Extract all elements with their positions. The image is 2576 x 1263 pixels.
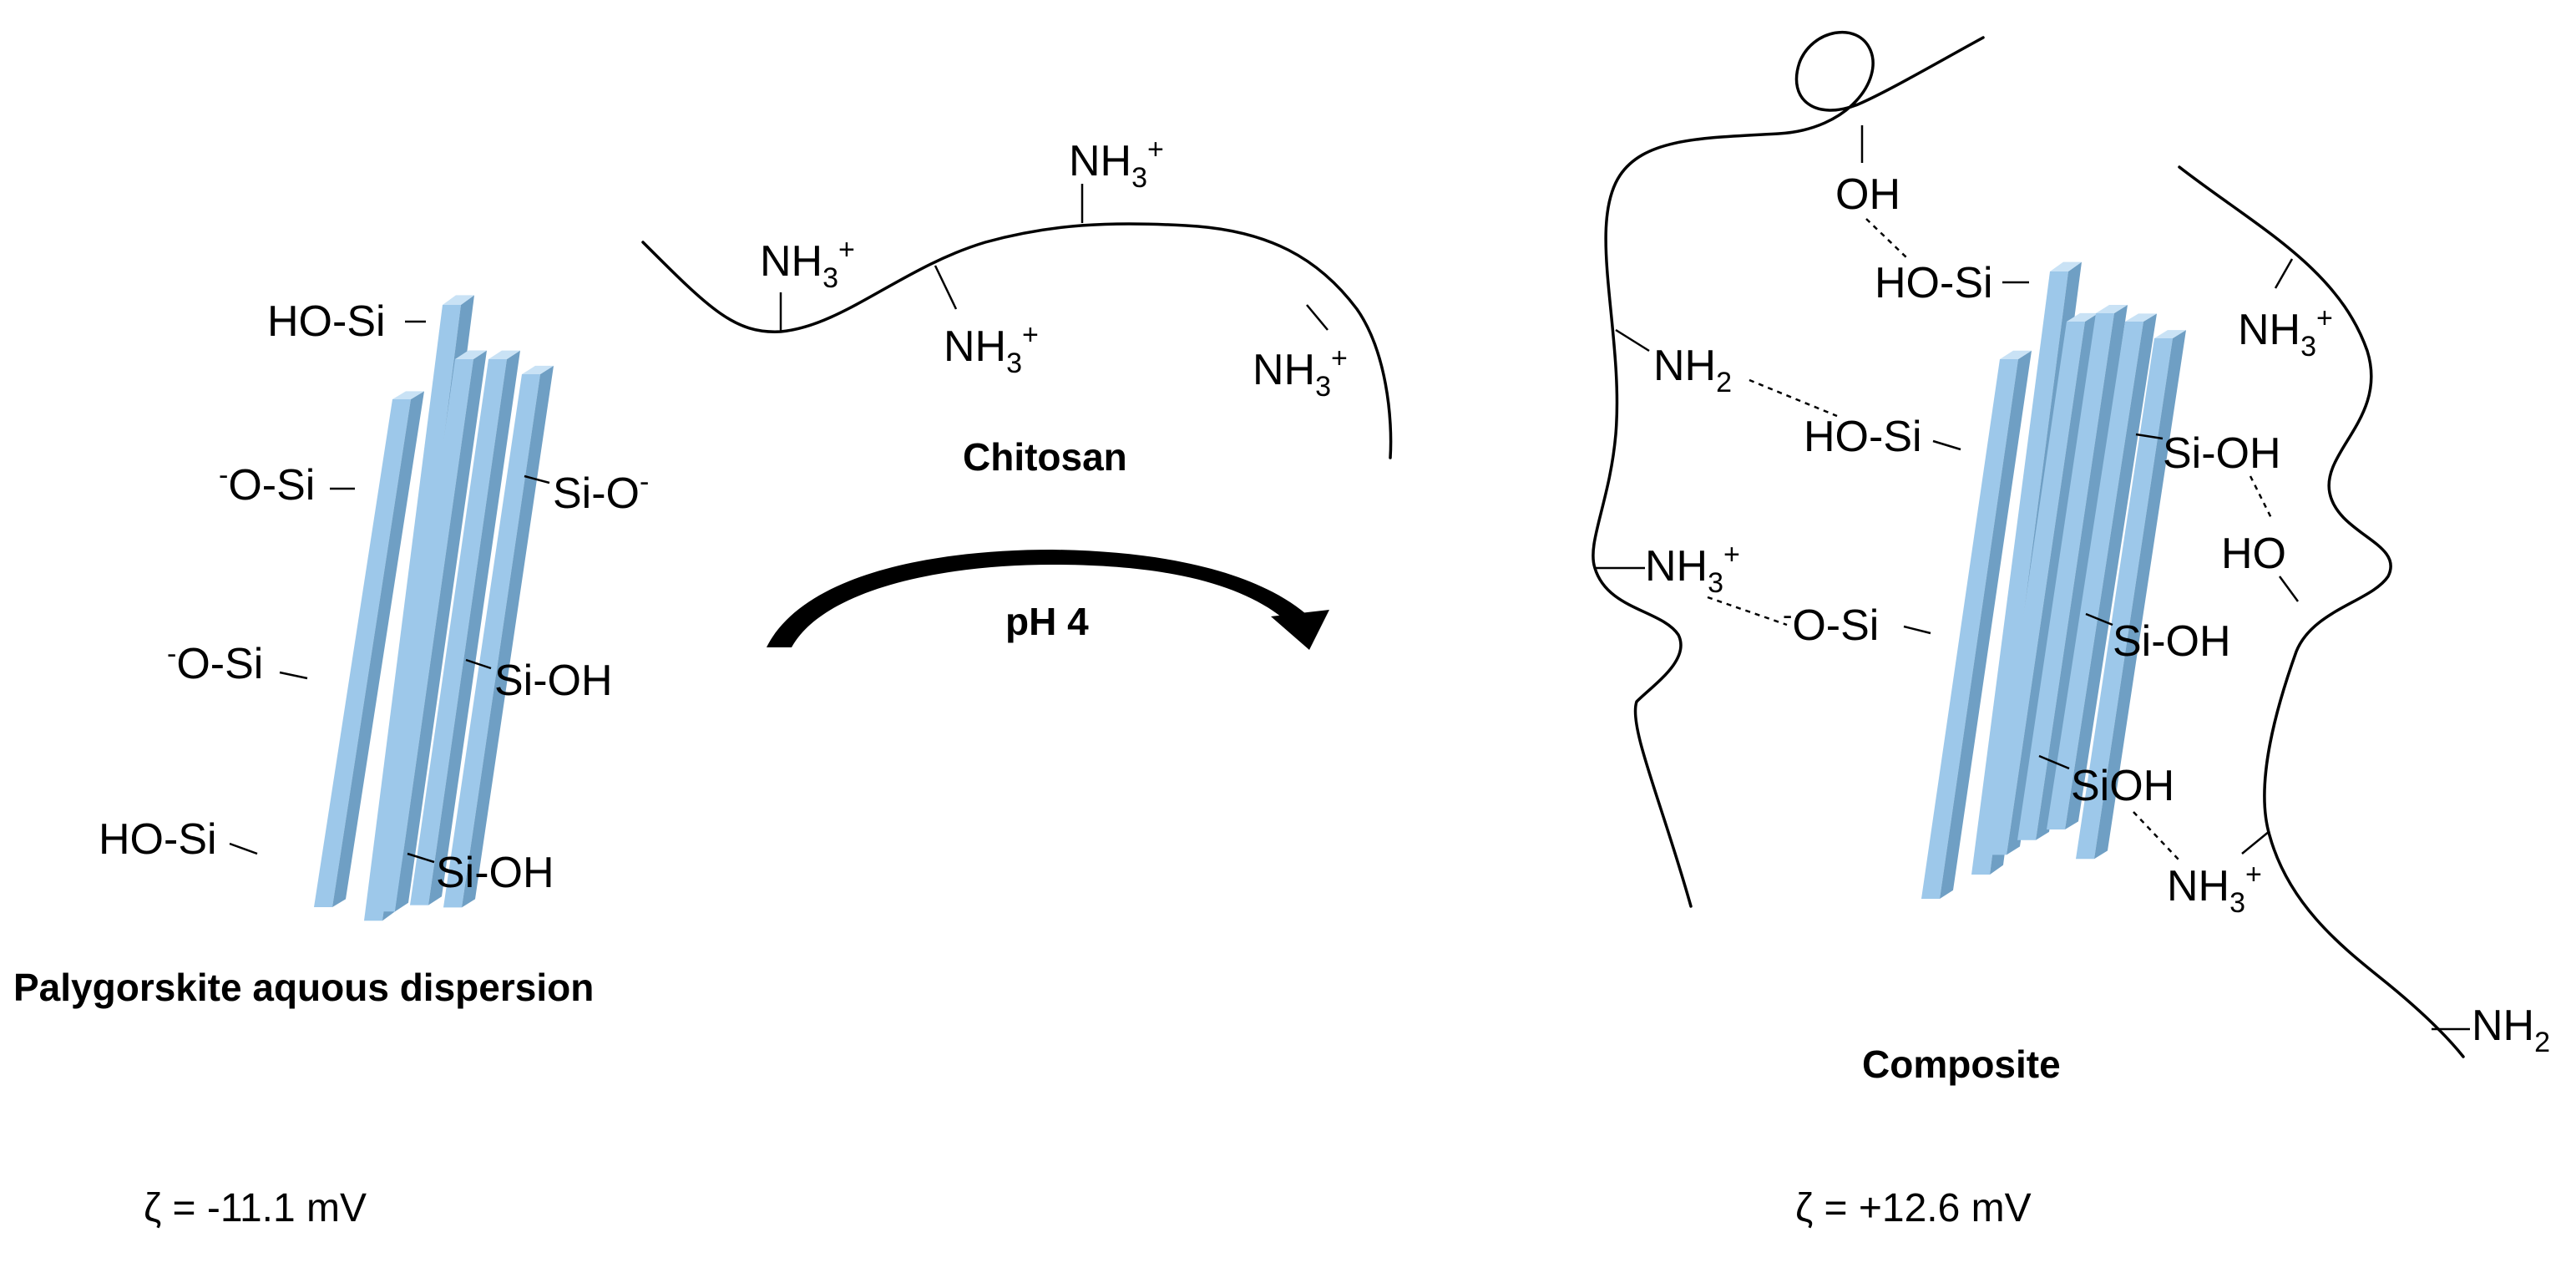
chitosan-chain [641, 222, 1393, 459]
label-ho-right: HO [2221, 530, 2286, 578]
label-nh3-plus: NH3+ [944, 319, 1039, 379]
chitosan-groups: NH3+ NH3+ NH3+ NH3+ [760, 134, 1348, 403]
chitosan-chain-left [1592, 30, 1985, 908]
label-si-o: Si-O- [553, 466, 649, 518]
label-nh3-plus: NH3+ [1069, 134, 1164, 194]
label-o-si: -O-Si [1783, 600, 1879, 650]
label-sioh-low: SiOH [2071, 762, 2174, 810]
palygorskite-labels: HO-Si -O-Si Si-O- -O-Si Si-OH HO-Si Si-O… [99, 297, 649, 897]
label-si-oh-mid: Si-OH [2113, 617, 2231, 666]
label-o-si-upper: -O-Si [219, 459, 315, 510]
label-nh2-right-end: NH2 [2472, 1002, 2550, 1058]
label-oh-top: OH [1835, 170, 1900, 219]
label-ho-si-bottom: HO-Si [99, 815, 217, 864]
label-ho-si-top: HO-Si [267, 297, 386, 346]
label-nh3-left: NH3+ [1645, 539, 1740, 599]
label-si-oh-mid: Si-OH [494, 657, 613, 705]
label-o-si-lower: -O-Si [167, 638, 263, 688]
label-nh3-plus: NH3+ [1253, 342, 1348, 403]
label-nh2-left: NH2 [1653, 342, 1732, 398]
reaction-condition: pH 4 [1005, 600, 1089, 643]
label-nh3-plus: NH3+ [760, 234, 855, 294]
reaction-arrow [767, 550, 1329, 650]
composite-labels: OH HO-Si NH2 HO-Si Si-OH HO NH3+ -O-Si S… [1595, 125, 2550, 1058]
label-ho-si-top: HO-Si [1875, 259, 1993, 307]
palygorskite-bundle [314, 295, 554, 921]
label-si-oh-bottom: Si-OH [436, 849, 554, 897]
composite-caption: Composite [1862, 1042, 2061, 1086]
label-nh3-low: NH3+ [2167, 859, 2262, 919]
label-ho-si-mid: HO-Si [1804, 413, 1922, 461]
chitosan-chain-right [2178, 165, 2465, 1058]
palygorskite-caption: Palygorskite aquous dispersion [13, 966, 594, 1009]
label-si-oh-right: Si-OH [2163, 429, 2281, 478]
label-nh3-right-top: NH3+ [2238, 302, 2333, 363]
composite-zeta: ζ = +12.6 mV [1795, 1186, 2032, 1230]
chitosan-caption: Chitosan [963, 435, 1127, 479]
palygorskite-zeta: ζ = -11.1 mV [144, 1186, 367, 1230]
